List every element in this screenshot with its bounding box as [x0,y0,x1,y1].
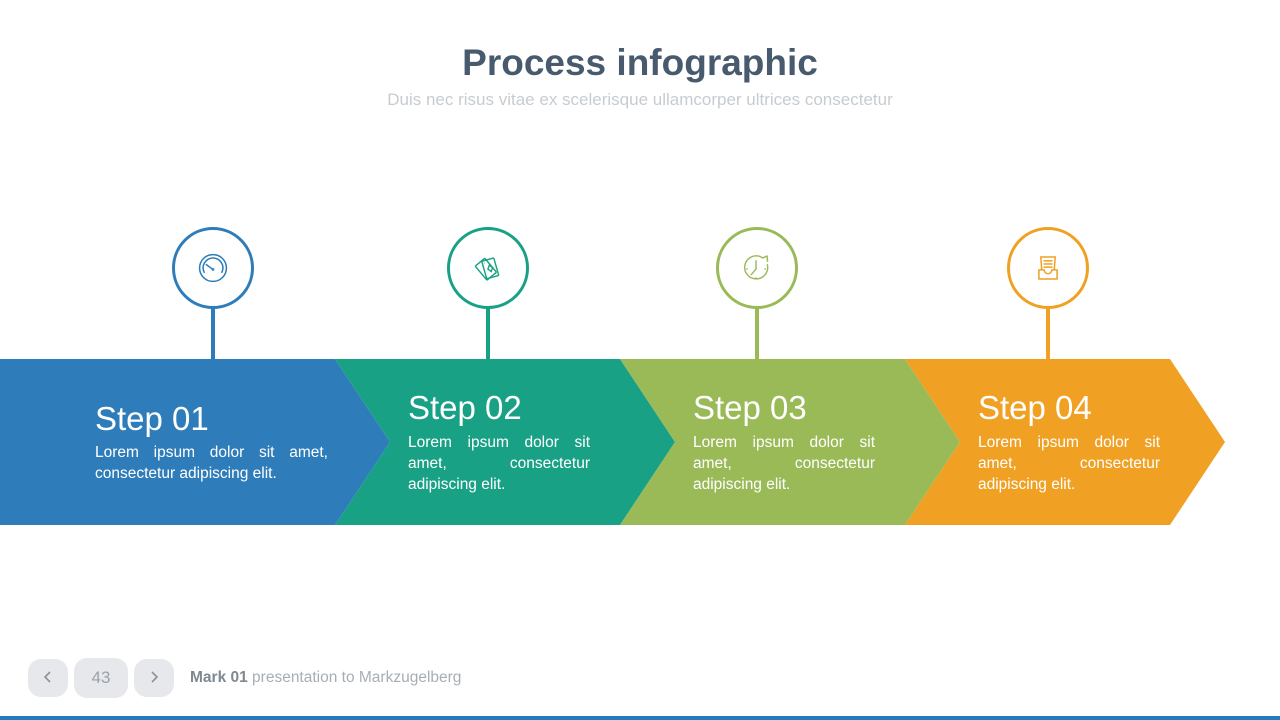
step-1-icon-circle [172,227,254,309]
page-subtitle: Duis nec risus vitae ex scelerisque ulla… [387,90,893,109]
bottom-accent-bar [0,716,1280,720]
step-3-title: Step 03 [693,389,807,427]
playing-cards-icon [465,245,511,291]
slide-header: Process infographic Duis nec risus vitae… [0,44,1280,110]
step-4-title: Step 04 [978,389,1092,427]
inbox-tray-icon [1025,245,1071,291]
step-1-description: Lorem ipsum dolor sit amet, consectetur … [95,444,328,483]
step-3-arrow: Step 03 Lorem ipsum dolor sit amet, cons… [620,359,960,525]
step-2-icon-circle [447,227,529,309]
step-2-arrow: Step 02 Lorem ipsum dolor sit amet, cons… [335,359,675,525]
step-2-connector-line [486,308,490,360]
footer: 43 Mark 01 presentation to Markzugelberg [28,658,461,698]
step-3-description: Lorem ipsum dolor sit amet, consectetur … [693,433,875,493]
step-1-arrow: Step 01 Lorem ipsum dolor sit amet, cons… [0,359,390,525]
previous-slide-button[interactable] [28,659,68,697]
step-3-connector-line [755,308,759,360]
chevron-right-icon [147,670,161,687]
step-1-connector-line [211,308,215,360]
step-2-description: Lorem ipsum dolor sit amet, consectetur … [408,433,590,493]
chevron-left-icon [41,670,55,687]
step-4-description: Lorem ipsum dolor sit amet, consectetur … [978,433,1160,493]
clock-history-icon [734,245,780,291]
presentation-caption-text: presentation to Markzugelberg [247,669,462,686]
presentation-caption: Mark 01 presentation to Markzugelberg [190,669,461,687]
page-number-badge[interactable]: 43 [74,658,128,698]
step-4-icon-circle [1007,227,1089,309]
presentation-brand: Mark 01 [190,669,248,686]
page-title: Process infographic [462,42,818,83]
step-4-connector-line [1046,308,1050,360]
next-slide-button[interactable] [134,659,174,697]
gauge-icon [190,245,236,291]
step-3-icon-circle [716,227,798,309]
step-1-title: Step 01 [95,399,209,437]
step-2-title: Step 02 [408,389,522,427]
